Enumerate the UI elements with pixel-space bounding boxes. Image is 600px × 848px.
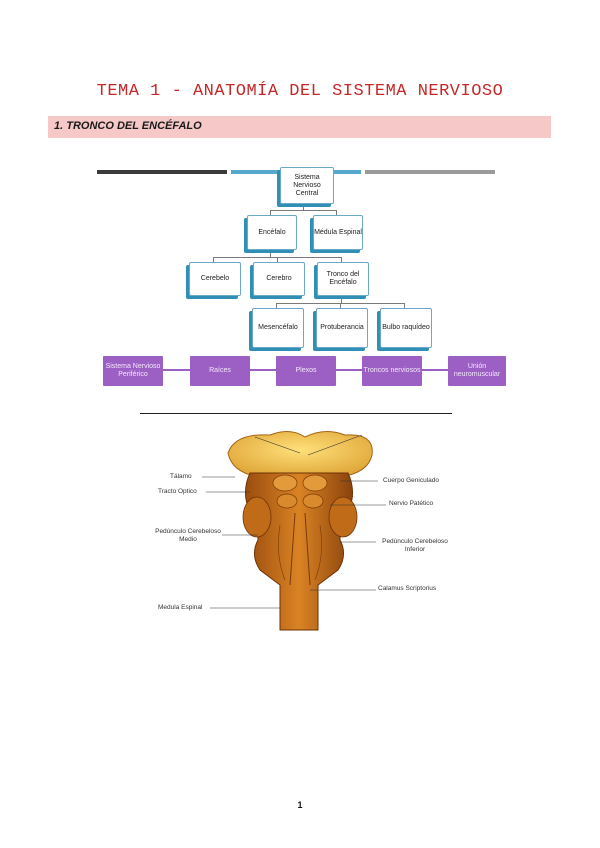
node-mesencefalo: Mesencéfalo (252, 308, 304, 348)
pnode-plexos: Plexos (276, 356, 336, 386)
label-tracto-optico: Tracto Optico (158, 488, 197, 495)
label-pedunculo-medio: Pedúnculo Cerebeloso Medio (155, 528, 221, 543)
brainstem-illustration (140, 425, 460, 640)
pnode-raices: Raíces (190, 356, 250, 386)
node-cerebro: Cerebro (253, 262, 305, 296)
label-cuerpo-geniculado: Cuerpo Geniculado (383, 477, 440, 484)
label-calamus: Calamus Scriptorius (378, 585, 437, 592)
label-medula-espinal: Medula Espinal (158, 604, 203, 611)
section-title: 1. TRONCO DEL ENCÉFALO (54, 120, 202, 132)
node-medula: Médula Espinal (313, 215, 363, 250)
top-bar-right (365, 170, 495, 174)
node-encefalo: Encéfalo (247, 215, 297, 250)
brainstem-svg (202, 431, 386, 631)
pnode-snp: Sistema Nervioso Periférico (103, 356, 163, 386)
page-title: TEMA 1 - ANATOMÍA DEL SISTEMA NERVIOSO (96, 82, 504, 101)
section-header: 1. TRONCO DEL ENCÉFALO (48, 116, 551, 138)
node-tronco: Tronco del Encéfalo (317, 262, 369, 296)
page-number: 1 (297, 800, 303, 810)
label-pedunculo-inferior: Pedúnculo Cerebeloso Inferior (382, 538, 448, 553)
top-bar-left (97, 170, 227, 174)
pnode-troncos: Troncos nerviosos (362, 356, 422, 386)
separator-line (140, 413, 452, 414)
label-talamo: Tálamo (170, 473, 192, 480)
node-cerebelo: Cerebelo (189, 262, 241, 296)
node-snc: Sistema Nervioso Central (280, 167, 334, 204)
node-bulbo: Bulbo raquídeo (380, 308, 432, 348)
node-protuberancia: Protuberancia (316, 308, 368, 348)
pnode-union: Unión neuromuscular (448, 356, 506, 386)
label-nervio-patetico: Nervio Patético (389, 500, 434, 507)
